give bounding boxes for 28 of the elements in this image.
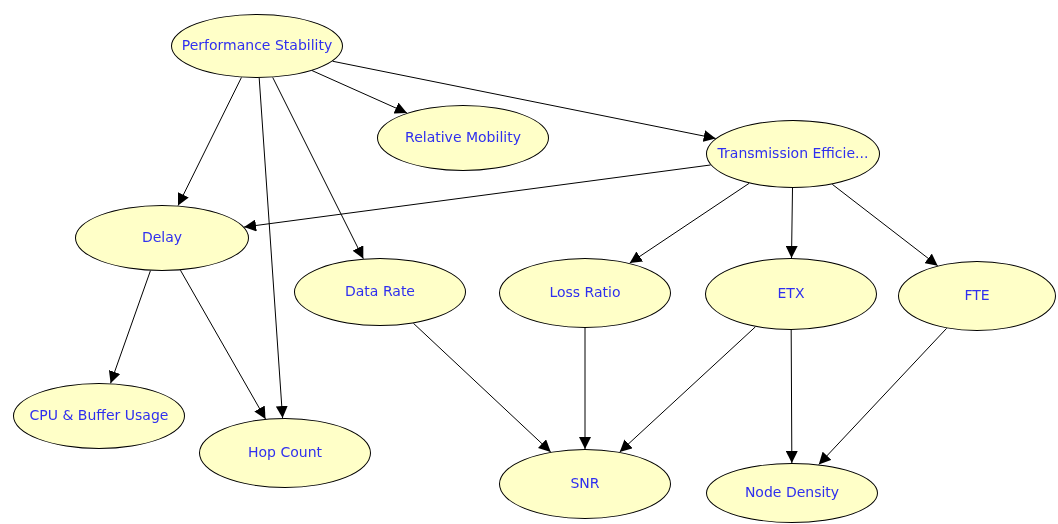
arrow (272, 76, 364, 260)
ellipse-node: FTE (898, 261, 1056, 331)
ellipse-node: Node Density (706, 463, 878, 523)
arrow (311, 70, 408, 114)
arrow (179, 269, 266, 420)
arrow (785, 187, 798, 259)
arrow (619, 326, 756, 453)
arrow (258, 77, 288, 419)
ellipse-node: Hop Count (199, 418, 371, 488)
ellipse-node: Data Rate (294, 258, 466, 326)
arrow (818, 327, 948, 465)
arrow (831, 183, 939, 267)
arrow (579, 327, 591, 450)
ellipse-node: Transmission Efficie... (706, 120, 880, 188)
ellipse-node: Relative Mobility (377, 105, 549, 171)
ellipse-node: Loss Ratio (499, 258, 671, 328)
ellipse-node: Performance Stability (171, 14, 343, 78)
ellipse-node: CPU & Buffer Usage (13, 383, 185, 449)
arrow (412, 322, 552, 453)
arrow (785, 329, 798, 464)
ellipse-node: Delay (75, 205, 249, 271)
arrow (332, 60, 717, 142)
arrow (108, 270, 151, 384)
arrow (177, 76, 242, 207)
ellipse-node: ETX (705, 258, 877, 330)
arrow (629, 182, 750, 264)
ellipse-node: SNR (499, 449, 671, 519)
arrow (243, 164, 712, 232)
